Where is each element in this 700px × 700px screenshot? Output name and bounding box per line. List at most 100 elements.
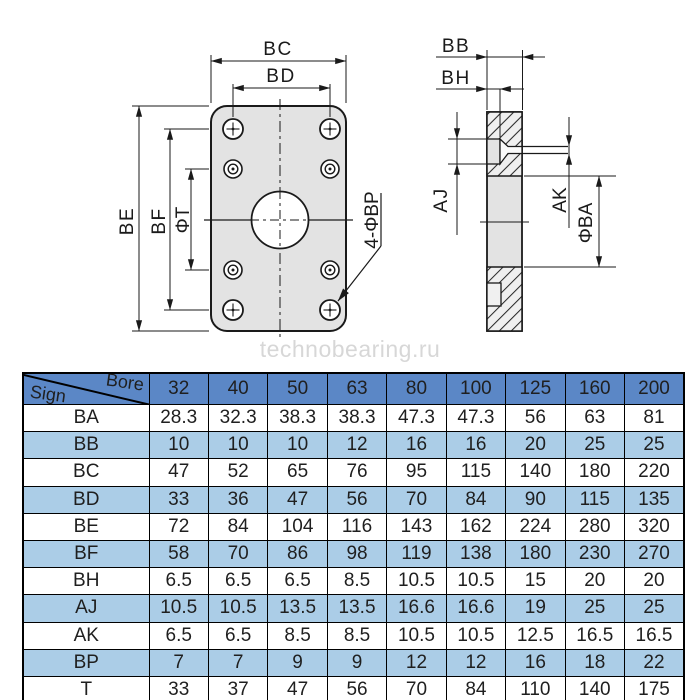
cell: 70	[386, 676, 447, 700]
cell: 10	[207, 431, 269, 460]
bolt-holes-leader	[337, 193, 382, 302]
dim-bb	[436, 50, 545, 110]
cell: 16	[445, 431, 507, 460]
cell: 56	[326, 485, 388, 514]
cell: 320	[624, 512, 685, 542]
column-header: 160	[564, 372, 626, 405]
row-label: T	[22, 676, 150, 700]
cell: 140	[505, 458, 566, 487]
cell: 175	[624, 676, 685, 700]
cell: 180	[505, 540, 566, 569]
row-label: AK	[22, 621, 150, 650]
cell: 119	[386, 540, 447, 569]
counterbore-notch-bottom	[486, 282, 502, 307]
counterbore-holes	[223, 159, 340, 280]
cell: 56	[326, 676, 388, 700]
cell: 76	[326, 458, 388, 487]
cell: 72	[148, 512, 209, 542]
cell: 47	[148, 458, 209, 487]
row-label: BA	[22, 403, 150, 433]
cell: 115	[564, 485, 626, 514]
dim-label-bc: BC	[263, 39, 292, 60]
cell: 16.6	[386, 594, 447, 623]
cell: 81	[624, 403, 685, 433]
cell: 280	[564, 512, 626, 542]
dim-label-bd: BD	[266, 66, 295, 87]
cell: 25	[624, 431, 685, 460]
cell: 38.3	[267, 403, 328, 433]
cell: 8.5	[267, 621, 328, 650]
cell: 70	[207, 540, 269, 569]
cell: 6.5	[207, 621, 269, 650]
cell: 28.3	[148, 403, 209, 433]
dim-aj	[448, 112, 486, 235]
cell: 13.5	[326, 594, 388, 623]
row-label: BB	[22, 431, 150, 460]
cell: 230	[564, 540, 626, 569]
cell: 104	[267, 512, 328, 542]
cell: 58	[148, 540, 209, 569]
row-label: AJ	[22, 594, 150, 623]
cell: 220	[624, 458, 685, 487]
cell: 10.5	[386, 567, 447, 596]
cell: 84	[207, 512, 269, 542]
column-header: 80	[386, 372, 447, 405]
cell: 15	[505, 567, 566, 596]
cell: 6.5	[267, 567, 328, 596]
cell: 98	[326, 540, 388, 569]
column-header: 50	[267, 372, 328, 405]
cell: 10.5	[386, 621, 447, 650]
dim-bh	[436, 85, 524, 137]
cell: 20	[505, 431, 566, 460]
cell: 6.5	[148, 567, 209, 596]
dim-label-bb: BB	[442, 36, 470, 57]
cell: 7	[207, 648, 269, 678]
dim-label-be: BE	[117, 207, 138, 235]
cell: 33	[148, 485, 209, 514]
corner-bolt-holes	[222, 118, 341, 321]
cell: 7	[148, 648, 209, 678]
cell: 70	[386, 485, 447, 514]
row-label: BE	[22, 512, 150, 542]
cell: 19	[505, 594, 566, 623]
cell: 20	[564, 567, 626, 596]
cell: 9	[267, 648, 328, 678]
row-label: BH	[22, 567, 150, 596]
cell: 140	[564, 676, 626, 700]
cell: 12.5	[505, 621, 566, 650]
cell: 12	[386, 648, 447, 678]
cell: 32.3	[207, 403, 269, 433]
cell: 6.5	[207, 567, 269, 596]
cell: 16.6	[445, 594, 507, 623]
dim-label-bf: BF	[149, 207, 170, 234]
bore-label: Bore	[105, 373, 146, 395]
cell: 16	[386, 431, 447, 460]
cell: 180	[564, 458, 626, 487]
dim-label-bolt-holes: 4-ΦBP	[362, 191, 383, 248]
cell: 8.5	[326, 567, 388, 596]
column-header: 100	[445, 372, 507, 405]
cell: 115	[445, 458, 507, 487]
cell: 22	[624, 648, 685, 678]
cell: 16.5	[624, 621, 685, 650]
cell: 47.3	[386, 403, 447, 433]
cell: 9	[326, 648, 388, 678]
row-label: BF	[22, 540, 150, 569]
dim-label-phi-ba: ΦBA	[576, 202, 597, 243]
cell: 16	[505, 648, 566, 678]
center-bore-hole	[250, 190, 310, 250]
cell: 10.5	[445, 621, 507, 650]
cell: 84	[445, 676, 507, 700]
